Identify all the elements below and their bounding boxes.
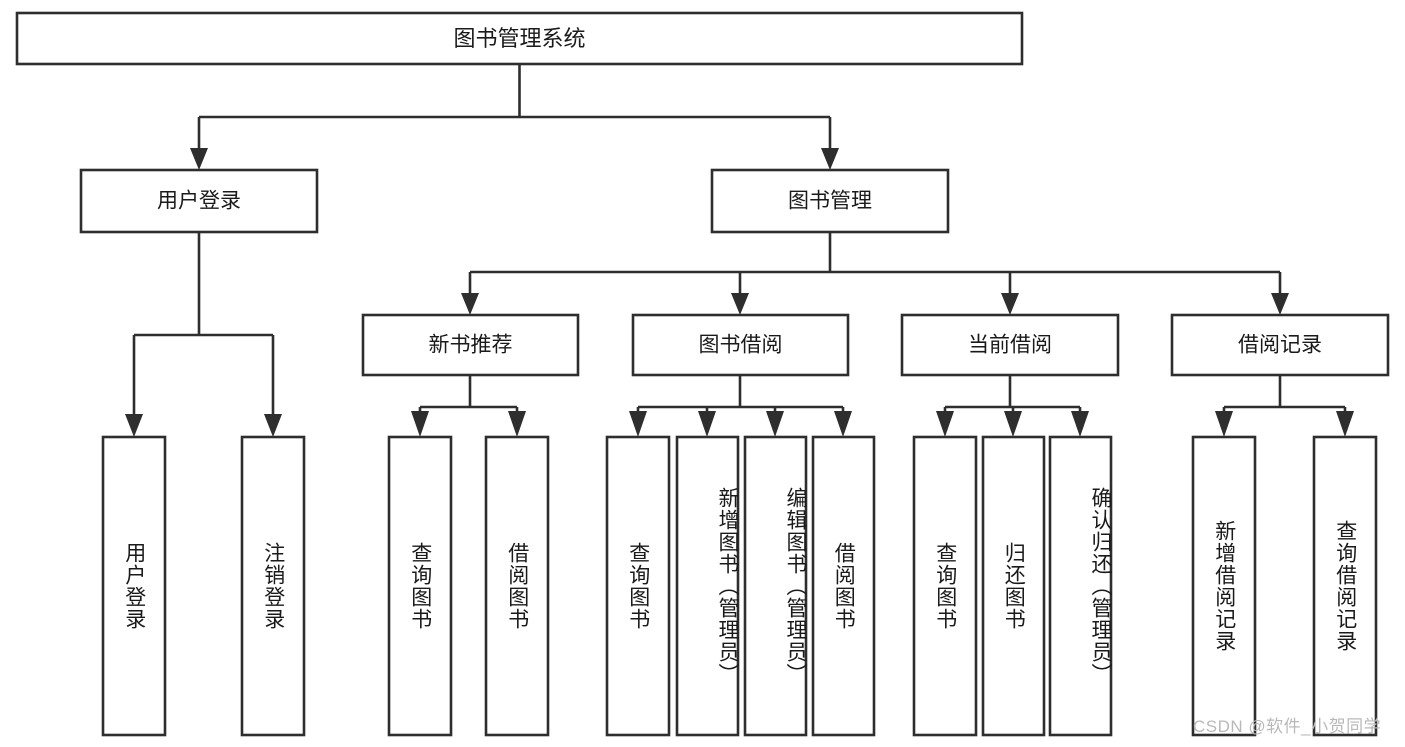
arrow-head-bb-leaf-4 xyxy=(834,411,852,437)
node-leaf-br-query-record[interactable] xyxy=(1312,435,1378,737)
arrow-head-user-login xyxy=(190,148,208,170)
node-leaf-bb-add-book[interactable] xyxy=(675,435,740,737)
node-book-borrow-label: 图书借阅 xyxy=(699,334,783,357)
arrow-head-nb-leaf-2 xyxy=(508,411,526,437)
arrow-head-borrow-record xyxy=(1271,293,1289,315)
connector-group-root-to-level2 xyxy=(190,64,839,170)
arrow-head-book-borrow xyxy=(731,293,749,315)
arrow-head-br-leaf-1 xyxy=(1215,411,1233,437)
node-leaf-nb-borrow-book[interactable] xyxy=(484,435,550,737)
arrow-head-current-borrow xyxy=(1001,293,1019,315)
node-leaf-bb-borrow-book[interactable] xyxy=(811,435,876,737)
node-leaf-user-login[interactable] xyxy=(101,435,167,737)
node-leaf-bb-edit-book[interactable] xyxy=(743,435,808,737)
node-leaf-bb-query-book[interactable] xyxy=(605,435,671,737)
node-leaf-cb-query-book[interactable] xyxy=(912,435,978,737)
node-new-book-recommend-label: 新书推荐 xyxy=(429,334,513,357)
node-leaf-logout[interactable] xyxy=(240,435,306,737)
arrow-head-leaf-logout xyxy=(264,414,282,437)
arrow-head-book-manage xyxy=(821,148,839,170)
arrow-head-bb-leaf-2 xyxy=(698,411,716,437)
arrow-head-bb-leaf-3 xyxy=(766,411,784,437)
node-leaf-br-add-record[interactable] xyxy=(1191,435,1257,737)
node-borrow-record-label: 借阅记录 xyxy=(1238,334,1322,357)
arrow-head-br-leaf-2 xyxy=(1336,411,1354,437)
connector-group-new-book-to-leaves xyxy=(411,375,526,437)
connector-group-book-borrow-to-leaves xyxy=(629,375,852,437)
connector-group-current-borrow-to-leaves xyxy=(936,375,1089,437)
arrow-head-cb-leaf-2 xyxy=(1004,411,1022,437)
node-user-login[interactable] xyxy=(79,168,319,234)
arrow-head-bb-leaf-1 xyxy=(629,411,647,437)
node-book-borrow[interactable] xyxy=(631,313,850,377)
node-leaf-cb-return-book[interactable] xyxy=(981,435,1046,737)
arrow-head-new-book xyxy=(461,293,479,315)
node-leaf-cb-confirm-return[interactable] xyxy=(1048,435,1113,737)
connector-group-borrow-record-to-leaves xyxy=(1215,375,1354,437)
connector-group-book-manage-to-level3 xyxy=(461,232,1289,315)
node-book-manage-label: 图书管理 xyxy=(788,190,872,213)
arrow-head-cb-leaf-3 xyxy=(1071,411,1089,437)
node-new-book-recommend[interactable] xyxy=(361,313,580,377)
arrow-head-nb-leaf-1 xyxy=(411,411,429,437)
node-user-login-label: 用户登录 xyxy=(157,190,241,213)
node-current-borrow-label: 当前借阅 xyxy=(968,334,1052,357)
node-root[interactable] xyxy=(15,11,1024,66)
csdn-watermark: CSDN @软件_小贺同学 xyxy=(1193,717,1382,736)
arrow-head-cb-leaf-1 xyxy=(936,411,954,437)
node-book-manage[interactable] xyxy=(710,168,950,234)
node-root-label: 图书管理系统 xyxy=(453,26,585,51)
node-current-borrow[interactable] xyxy=(900,313,1120,377)
arrow-head-leaf-user-login xyxy=(125,414,143,437)
connector-group-user-login-to-leaves xyxy=(125,232,282,437)
node-leaf-nb-query-book[interactable] xyxy=(387,435,453,737)
node-borrow-record[interactable] xyxy=(1170,313,1390,377)
